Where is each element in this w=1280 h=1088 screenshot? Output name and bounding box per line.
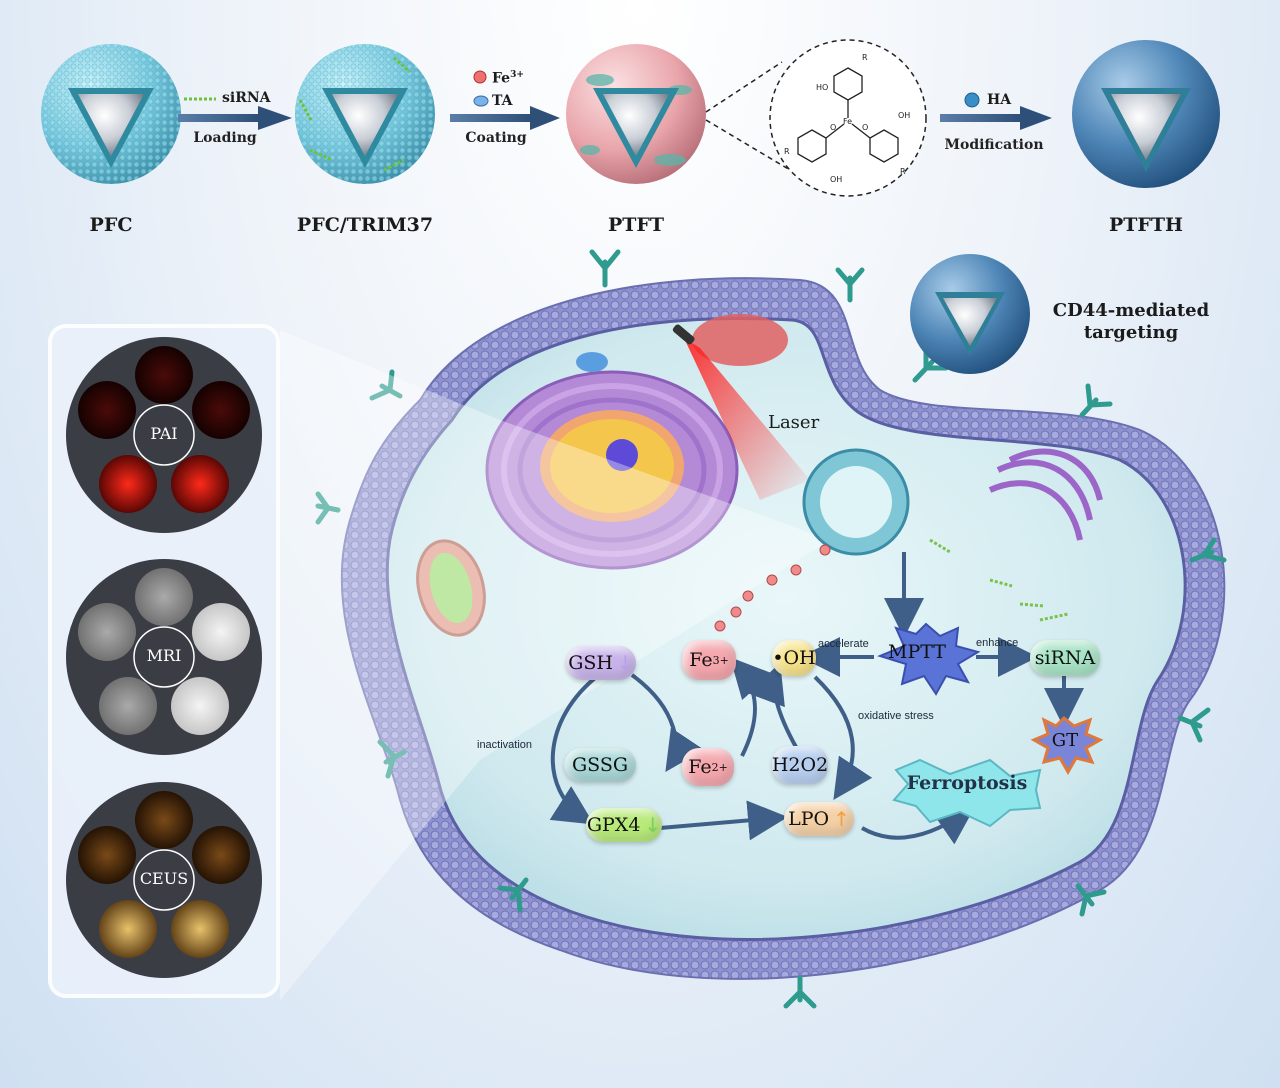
edge-accelerate: accelerate — [818, 638, 869, 650]
panel-label-pai: PAI — [150, 424, 178, 443]
node-sirna: siRNA — [1030, 640, 1100, 676]
particle-pfc-trim37 — [295, 44, 435, 184]
imaging-pai — [66, 337, 262, 533]
panel-label-ceus: CEUS — [139, 869, 189, 888]
cd44-receptors — [315, 249, 1227, 1009]
ta-icon — [473, 95, 489, 107]
imaging-ceus — [66, 782, 262, 978]
edge-oxidative-stress: oxidative stress — [858, 710, 934, 722]
released-fe-ions — [714, 544, 831, 632]
chem-fe: Fe — [843, 117, 852, 126]
label-pfc-trim37: PFC/TRIM37 — [296, 214, 434, 236]
fe-ta-complex-structure: Fe HO OH OH R R R O O — [705, 39, 927, 197]
label-ptfth: PTFTH — [1108, 214, 1183, 236]
internalized-particle — [802, 448, 910, 556]
targeting-caption: CD44-mediated targeting — [1046, 300, 1216, 344]
reagent-ta: TA — [492, 93, 513, 109]
fe3-ion-icon — [473, 70, 487, 84]
chem-oh-1: OH — [898, 111, 910, 120]
node-gsh: GSH↓ — [566, 646, 636, 680]
mptt-burst — [877, 622, 981, 696]
released-sirna — [929, 538, 1069, 622]
chem-r-3: R — [900, 167, 906, 176]
arrow-loading — [178, 106, 292, 130]
step-coating: Coating — [465, 130, 527, 146]
targeting-line2: targeting — [1083, 322, 1179, 343]
node-oh: •OH — [772, 640, 816, 676]
reagent-fe3: Fe3+ — [492, 70, 524, 87]
ferroptosis-burst — [892, 758, 1042, 828]
node-gpx4: GPX4↓ — [586, 808, 662, 842]
chem-oh-2: OH — [830, 175, 842, 184]
endosome — [692, 314, 788, 366]
edge-enhance: enhance — [976, 637, 1019, 649]
arrow-modification — [940, 106, 1052, 130]
imaging-mri — [66, 559, 262, 755]
targeting-particle — [910, 254, 1030, 374]
chem-r-2: R — [784, 147, 790, 156]
node-gt: GT — [1051, 730, 1079, 751]
reagent-ha: HA — [987, 92, 1012, 108]
reagent-sirna: siRNA — [222, 90, 271, 106]
panel-label-mri: MRI — [146, 646, 182, 665]
callout-wedge — [280, 330, 830, 1000]
node-h2o2: H2O2 — [772, 746, 828, 784]
node-ferroptosis: Ferroptosis — [906, 772, 1028, 794]
chem-r-1: R — [862, 53, 868, 62]
node-mptt: MPTT — [888, 641, 946, 663]
node-gssg: GSSG — [564, 748, 636, 782]
vesicle-blue — [576, 352, 608, 372]
targeting-line1: CD44-mediated — [1052, 300, 1210, 321]
particle-ptfth — [1072, 40, 1220, 188]
pathway-arrows — [549, 552, 1084, 845]
arrow-coating — [450, 106, 560, 130]
chem-ho-1: HO — [816, 83, 828, 92]
particle-pfc — [41, 44, 181, 184]
laser-label: Laser — [768, 412, 820, 433]
step-loading: Loading — [193, 130, 257, 146]
ha-icon — [964, 92, 980, 108]
particle-ptft — [566, 44, 706, 184]
node-lpo: LPO↑ — [784, 802, 854, 836]
label-pfc: PFC — [89, 214, 133, 236]
chem-o-1: O — [830, 123, 836, 132]
label-ptft: PTFT — [607, 214, 665, 236]
edge-inactivation: inactivation — [477, 739, 533, 751]
golgi — [988, 448, 1103, 541]
mitochondrion — [416, 539, 486, 637]
step-modification: Modification — [944, 137, 1044, 153]
chem-o-2: O — [862, 123, 868, 132]
gt-burst — [1030, 715, 1104, 776]
nucleus — [485, 370, 739, 570]
laser — [672, 324, 810, 500]
